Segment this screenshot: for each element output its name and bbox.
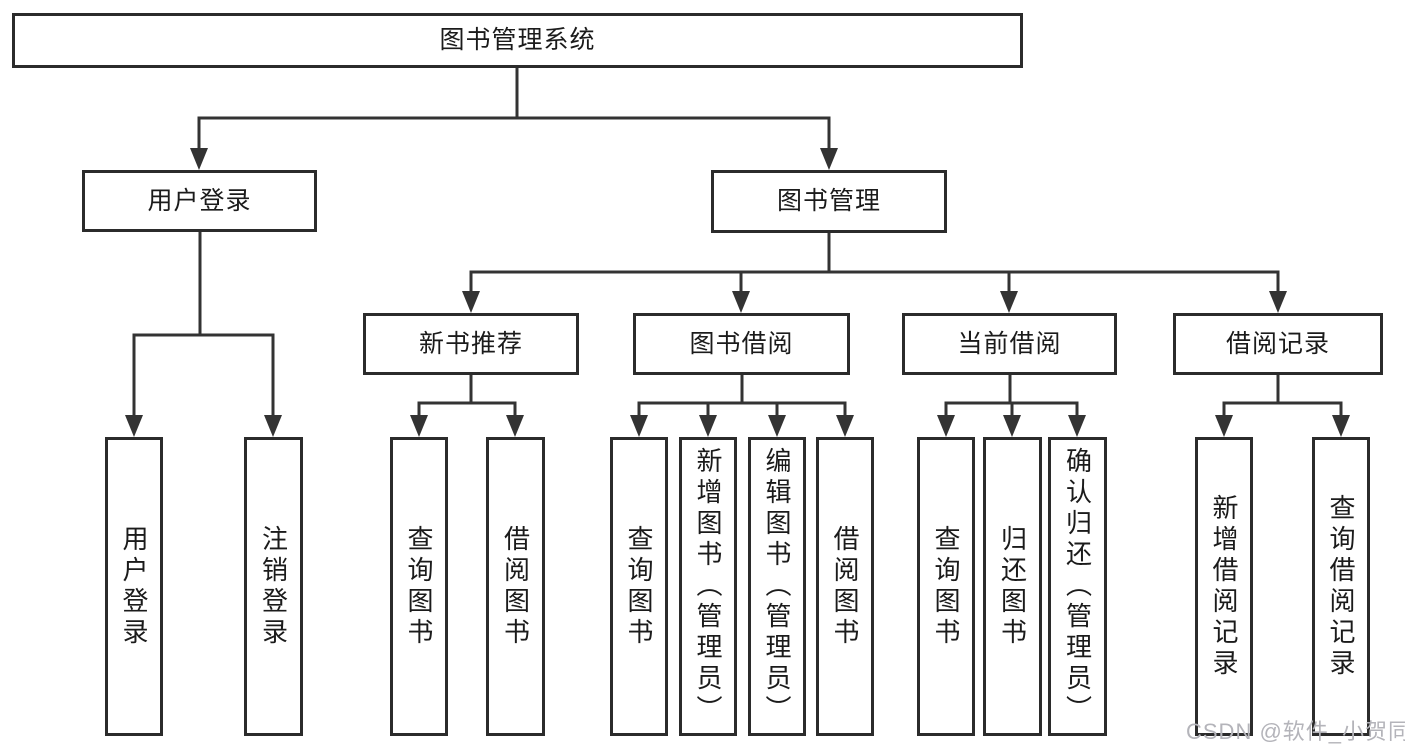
arrowhead-down-icon [1068, 415, 1086, 437]
node-current-borrow: 当前借阅 [902, 313, 1117, 375]
node-leaf-add-book: 新增图书（管理员） [679, 437, 737, 736]
node-leaf-user-login: 用户登录 [105, 437, 163, 736]
node-label-leaf-query-book-2: 查询图书 [624, 524, 654, 649]
node-label-leaf-add-borrow-record: 新增借阅记录 [1209, 493, 1239, 680]
node-label-leaf-return-book: 归还图书 [997, 524, 1028, 649]
arrowhead-down-icon [820, 148, 838, 170]
arrowhead-down-icon [1332, 415, 1350, 437]
node-label-borrow-records: 借阅记录 [1225, 329, 1330, 358]
node-leaf-logout: 注销登录 [244, 437, 303, 736]
arrowhead-down-icon [630, 415, 648, 437]
node-leaf-confirm-return: 确认归还（管理员） [1048, 437, 1107, 736]
arrowhead-down-icon [1269, 291, 1287, 313]
arrowhead-down-icon [836, 415, 854, 437]
node-label-leaf-edit-book: 编辑图书（管理员） [762, 447, 792, 726]
arrowhead-down-icon [1000, 291, 1018, 313]
node-book-borrow: 图书借阅 [633, 313, 850, 375]
node-label-leaf-user-login: 用户登录 [119, 524, 149, 649]
node-label-leaf-query-borrow-record: 查询借阅记录 [1326, 493, 1356, 680]
node-label-leaf-logout: 注销登录 [258, 524, 289, 649]
node-root: 图书管理系统 [12, 13, 1023, 68]
arrowhead-down-icon [506, 415, 524, 437]
node-label-leaf-confirm-return: 确认归还（管理员） [1062, 447, 1093, 726]
node-leaf-borrow-book-1: 借阅图书 [486, 437, 545, 736]
arrowhead-down-icon [125, 415, 143, 437]
node-user-login: 用户登录 [82, 170, 317, 232]
node-label-current-borrow: 当前借阅 [957, 329, 1062, 358]
node-label-book-mgmt: 图书管理 [776, 187, 881, 215]
node-leaf-query-borrow-record: 查询借阅记录 [1312, 437, 1370, 736]
csdn-watermark: CSDN @软件_小贺同学 [1186, 719, 1405, 744]
node-label-leaf-borrow-book-1: 借阅图书 [500, 524, 531, 649]
node-borrow-records: 借阅记录 [1173, 313, 1383, 375]
arrowhead-down-icon [264, 415, 282, 437]
node-label-book-borrow: 图书借阅 [689, 329, 794, 358]
arrowhead-down-icon [699, 415, 717, 437]
node-new-book-rec: 新书推荐 [363, 313, 579, 375]
node-leaf-borrow-book-2: 借阅图书 [816, 437, 874, 736]
node-label-leaf-query-book-1: 查询图书 [404, 524, 434, 649]
arrowhead-down-icon [1003, 415, 1021, 437]
node-label-leaf-query-book-3: 查询图书 [931, 524, 961, 649]
arrowhead-down-icon [768, 415, 786, 437]
node-label-leaf-add-book: 新增图书（管理员） [693, 447, 723, 726]
arrowhead-down-icon [410, 415, 428, 437]
node-label-new-book-rec: 新书推荐 [418, 329, 523, 358]
node-leaf-add-borrow-record: 新增借阅记录 [1195, 437, 1253, 736]
node-leaf-query-book-1: 查询图书 [390, 437, 448, 736]
node-leaf-return-book: 归还图书 [983, 437, 1042, 736]
arrowhead-down-icon [732, 291, 750, 313]
node-label-leaf-borrow-book-2: 借阅图书 [830, 524, 860, 649]
node-label-root: 图书管理系统 [439, 26, 596, 54]
arrowhead-down-icon [1215, 415, 1233, 437]
arrowhead-down-icon [462, 291, 480, 313]
node-leaf-edit-book: 编辑图书（管理员） [748, 437, 806, 736]
arrowhead-down-icon [190, 148, 208, 170]
arrowhead-down-icon [937, 415, 955, 437]
node-leaf-query-book-3: 查询图书 [917, 437, 975, 736]
node-leaf-query-book-2: 查询图书 [610, 437, 668, 736]
node-book-mgmt: 图书管理 [711, 170, 947, 233]
node-label-user-login: 用户登录 [147, 186, 252, 215]
